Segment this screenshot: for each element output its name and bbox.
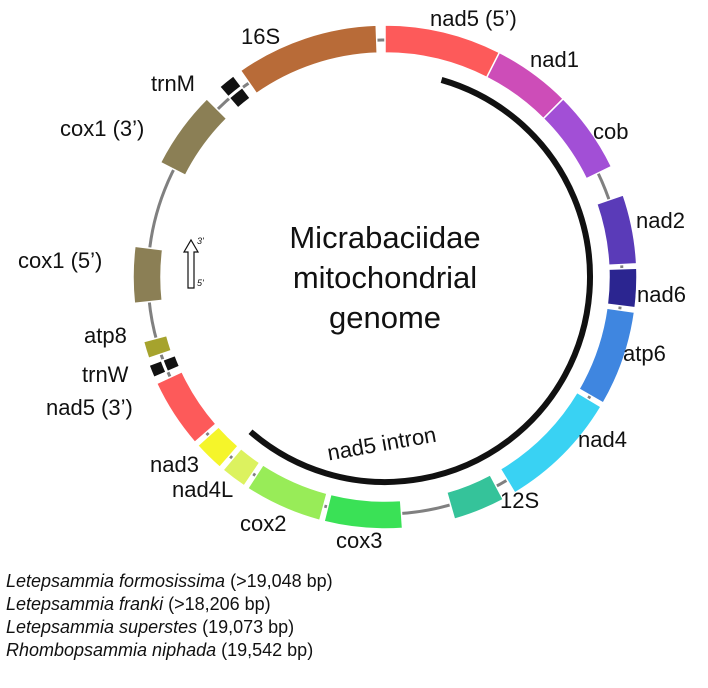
gene-segment-16s <box>239 24 378 95</box>
gene-label-nad6: nad6 <box>637 282 686 307</box>
gene-segment-nad4l <box>221 447 261 487</box>
genome-size: (>18,206 bp) <box>163 594 271 614</box>
gene-label-cob: cob <box>593 119 628 144</box>
species-item-4: Rhombopsammia niphada (19,542 bp) <box>6 639 333 662</box>
gene-label-12s: 12S <box>500 488 539 513</box>
gene-label-nad2: nad2 <box>636 208 685 233</box>
arrow-label-3prime: 3' <box>197 236 204 246</box>
nad5-intron-label: nad5 intron <box>325 422 438 466</box>
gene-label-atp8: atp8 <box>84 323 127 348</box>
up-arrow-icon <box>182 238 200 289</box>
species-list: Letepsammia formosissima (>19,048 bp) Le… <box>6 570 333 662</box>
gene-segment-nad6 <box>606 267 638 309</box>
gene-segment-cox1-5 <box>132 245 164 305</box>
trna-divider-trnw <box>160 359 169 374</box>
gene-label-nad5-5prime: nad5 (5’) <box>430 6 517 31</box>
gene-label-cox3: cox3 <box>336 528 382 553</box>
gene-segment-nad4 <box>499 391 603 495</box>
gene-segment-nad2 <box>595 194 638 267</box>
nad5-intron-arc <box>248 77 593 485</box>
gene-label-cox1-5prime: cox1 (5’) <box>18 248 102 273</box>
gene-segment-nad3 <box>196 425 240 469</box>
gene-segment-atp6 <box>577 307 636 405</box>
gene-label-cox1-3prime: cox1 (3’) <box>60 116 144 141</box>
gene-label-nad1: nad1 <box>530 47 579 72</box>
species-name: Letepsammia formosissima <box>6 571 226 591</box>
gene-label-nad4: nad4 <box>578 427 627 452</box>
species-name: Rhombopsammia niphada <box>6 640 217 660</box>
gene-label-nad3: nad3 <box>150 452 199 477</box>
gene-label-atp6: atp6 <box>623 341 666 366</box>
species-item-1: Letepsammia formosissima (>19,048 bp) <box>6 570 333 593</box>
trna-divider-trnm <box>227 85 244 100</box>
gene-segment-cox1-3 <box>159 97 228 177</box>
center-title-line-2: mitochondrial <box>293 260 477 295</box>
arrow-label-5prime: 5' <box>197 278 204 288</box>
species-item-3: Letepsammia superstes (19,073 bp) <box>6 616 333 639</box>
gene-label-trnw: trnW <box>82 362 129 387</box>
mitochondrial-genome-map: Micrabaciidae mitochondrial genome 3' 5'… <box>18 6 686 553</box>
gene-label-nad4l: nad4L <box>172 477 233 502</box>
center-title-line-1: Micrabaciidae <box>289 220 480 255</box>
gene-label-trnm: trnM <box>151 71 195 96</box>
gene-label-16s: 16S <box>241 24 280 49</box>
gene-segment-cox3 <box>323 493 404 530</box>
gene-segment-nad5-3 <box>155 370 218 444</box>
genome-size: (>19,048 bp) <box>225 571 333 591</box>
gene-segment-nad5-5 <box>384 24 501 79</box>
center-title-line-3: genome <box>329 300 441 335</box>
species-item-2: Letepsammia franki (>18,206 bp) <box>6 593 333 616</box>
strand-direction-arrow: 3' 5' <box>182 236 204 289</box>
genome-size: (19,542 bp) <box>216 640 314 660</box>
gene-segment-12s <box>445 473 505 521</box>
gene-label-nad5-3prime: nad5 (3’) <box>46 395 133 420</box>
gene-segment-atp8 <box>142 334 173 360</box>
genome-size: (19,073 bp) <box>197 617 295 637</box>
gene-label-cox2: cox2 <box>240 511 286 536</box>
species-name: Letepsammia superstes <box>6 617 198 637</box>
species-name: Letepsammia franki <box>6 594 164 614</box>
gene-segment-cob <box>542 97 613 180</box>
gene-segment-cox2 <box>246 463 328 522</box>
